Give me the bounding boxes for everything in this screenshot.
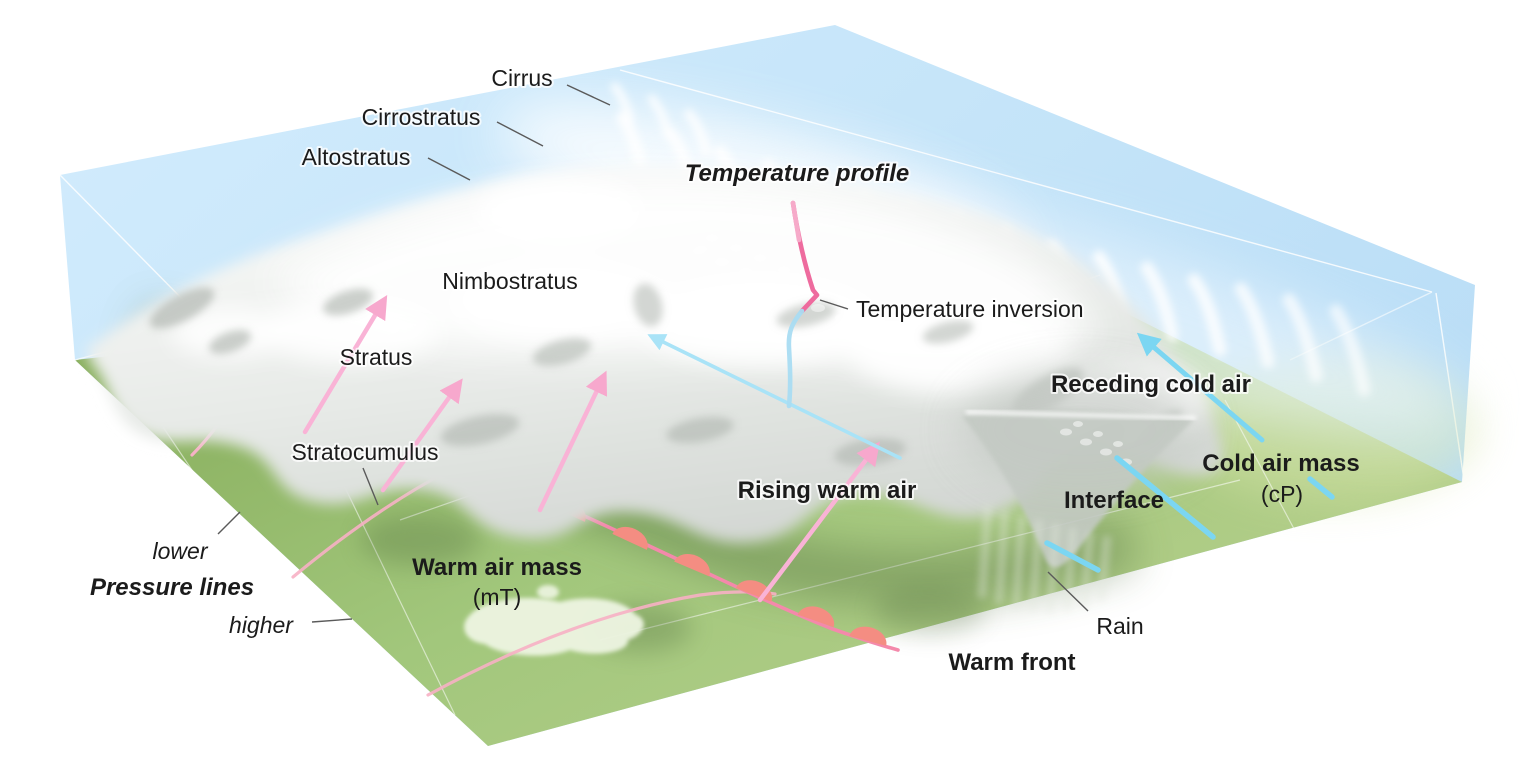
stratocumulus-patch [464,598,644,656]
cloud-shadow-patch [149,287,215,329]
warm-front-bump [674,554,710,577]
cold-air-wedge-group [962,409,1197,613]
label-cold-air-mass: Cold air mass [1202,450,1359,477]
label-pressure-lower: lower [153,538,209,564]
cloud-puffs [170,180,1210,440]
leader-temperature-inversion [819,299,849,310]
interface-dash [1044,540,1101,573]
temperature-profile [786,200,820,409]
rising-warm-air-arrows [302,294,880,603]
rising-warm-air-arrow [302,294,388,435]
cirrus-streak [684,109,711,157]
warm-front-bump [849,626,887,646]
leader-pressure-lower [217,511,241,535]
interface-dash [1114,455,1216,540]
cloud-shadow-patch [209,329,251,355]
temperature-profile-line-cold [786,308,805,409]
cloud-shadow-patch [532,338,592,366]
leader-rain [1047,571,1089,612]
cloud-shadow-patch [922,320,974,344]
cold-air-wedge-highlight [965,410,1197,420]
label-rain: Rain [1096,613,1143,639]
ground-shadow-blob [360,514,480,566]
precipitation-dot-texture [693,234,866,334]
ground-shadow-blob [875,586,985,634]
rain-streak [1012,514,1026,609]
receding-cold-air-arrow [647,334,902,460]
label-cirrus: Cirrus [491,65,552,91]
cloud-puff [850,305,1070,395]
receding-cold-air-arrow [1136,332,1265,443]
leader-pressure-higher [311,618,353,623]
cirrus-streak [1140,261,1179,343]
label-stratocumulus: Stratocumulus [291,439,438,465]
rising-warm-air-arrow [380,378,463,493]
cloud-shadow-patch [323,288,373,316]
cirrus-streak [1282,293,1323,383]
warm-front-bump [797,606,835,628]
cirrus-streak [1234,282,1275,369]
cirrus-streak [616,112,646,168]
cloud-deck-group [86,167,1223,543]
rain-streak [1097,535,1111,601]
leader-altostratus [427,157,471,181]
receding-cold-air-flow [647,332,1335,573]
rising-warm-air-arrow [757,441,880,603]
cloud-shadow-patch [666,416,734,444]
rain-streak [1080,531,1094,607]
cirrus-streak [1187,273,1227,357]
label-temperature-inversion: Temperature inversion [856,296,1084,322]
label-warm-air-mass: Warm air mass [412,554,582,581]
label-altostratus: Altostratus [302,144,411,170]
rising-warm-air-arrow [537,370,608,513]
rain-streak [1063,527,1077,611]
flow-arrows [302,294,1335,603]
cloud-shadow-patch [633,283,663,327]
cirrus-streak [610,82,635,125]
label-receding-cold-air: Receding cold air [1051,371,1251,398]
interface-dash [1307,476,1335,500]
cloud-puff [450,260,670,340]
label-cirrostratus: Cirrostratus [362,104,481,130]
label-cold-air-mass-abbr: (cP) [1261,481,1303,507]
cloud-puff [475,180,645,244]
label-temperature-profile: Temperature profile [685,160,910,187]
wireframe-back-inner-edge [619,69,1433,293]
cold-air-wedge [962,409,1194,568]
cloud-puff [640,275,880,365]
label-nimbostratus: Nimbostratus [442,268,577,294]
label-warm-front: Warm front [948,649,1075,676]
cloud-shadow-patch [440,413,520,447]
temperature-profile-line-warm-highlight [790,200,802,243]
leader-cirrostratus [496,121,544,147]
label-pressure-lines: Pressure lines [90,574,254,601]
leader-lines [217,84,1089,623]
cloud-puff [260,296,440,364]
ground-grid-line [1224,399,1301,541]
rain-streaks [978,504,1111,613]
stratocumulus-patch [537,585,559,599]
warm-front-bump [612,526,648,550]
leader-cirrus [566,84,611,106]
label-stratus: Stratus [340,344,413,370]
rain-streak [995,509,1009,605]
rain-streak [1046,523,1060,613]
label-warm-air-mass-abbr: (mT) [473,584,522,610]
label-rising-warm-air: Rising warm air [738,477,917,504]
cirrus-streak [1329,304,1371,397]
rain-streak [1029,519,1043,611]
ground-grid-line [162,426,351,706]
label-interface: Interface [1064,487,1164,514]
rain-streak [978,504,992,599]
cloud-shadow-patch [776,302,836,328]
labels: Cirrus Cirrostratus Altostratus Nimbostr… [88,63,1360,676]
leader-stratocumulus [362,467,379,506]
label-pressure-higher: higher [229,612,294,638]
